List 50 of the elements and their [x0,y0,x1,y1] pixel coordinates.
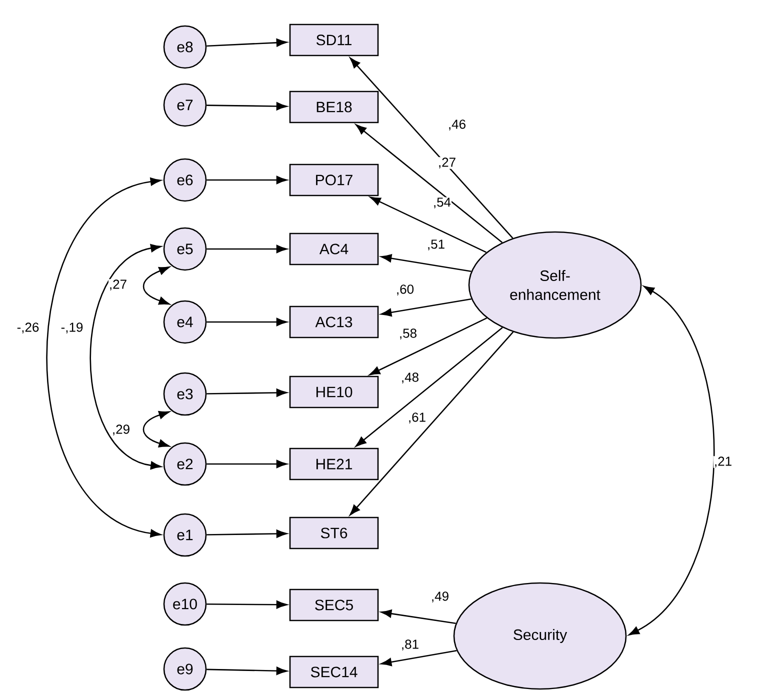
arrow [350,332,514,516]
variable-box: BE18 [289,90,379,124]
edge-label: ,46 [447,119,467,131]
variable-box: HE10 [289,376,379,408]
edge-label: ,60 [395,284,415,296]
edge-label: ,29 [111,424,131,436]
arrow [206,244,288,254]
edge-label: -,19 [60,322,84,334]
arrow [206,666,288,675]
arrow [206,530,288,538]
edge-label: ,81 [400,639,420,651]
arrow [350,58,514,239]
arrow [369,317,488,376]
arrow [356,124,503,243]
variable-box: PO17 [289,164,379,196]
arrow [206,102,288,110]
edge-label: ,54 [432,197,452,209]
variable-box: AC4 [289,232,379,266]
variable-box: HE21 [289,448,379,480]
arrow [380,254,472,272]
edge-label: -,26 [16,322,40,334]
arrow [380,650,457,666]
variable-box: SEC5 [289,588,379,622]
edge-label: ,48 [400,372,420,384]
arrow [206,176,288,184]
variable-box: SEC14 [289,656,379,688]
variable-box: AC13 [289,306,379,338]
covariance-arrow [142,266,170,305]
variable-box: ST6 [289,516,379,550]
arrow [206,388,288,397]
arrow [380,298,472,317]
arrow [206,460,288,468]
edge-label: ,27 [437,157,457,169]
edge-label: ,51 [426,239,446,251]
covariance-arrow [628,286,715,636]
arrow [206,600,288,609]
covariance-arrow [142,410,170,448]
edge-label: ,58 [398,328,418,340]
edge-label: ,21 [713,456,733,468]
arrow [206,318,288,326]
variable-box: SD11 [289,24,379,56]
edge-label: ,27 [108,279,128,291]
arrow [206,38,288,47]
arrow [356,327,503,447]
covariance-arrow [46,178,162,538]
arrow [380,610,456,624]
edge-label: ,61 [407,412,427,424]
arrow [370,196,487,253]
edge-label: ,49 [430,591,450,603]
covariance-arrow [90,244,162,470]
